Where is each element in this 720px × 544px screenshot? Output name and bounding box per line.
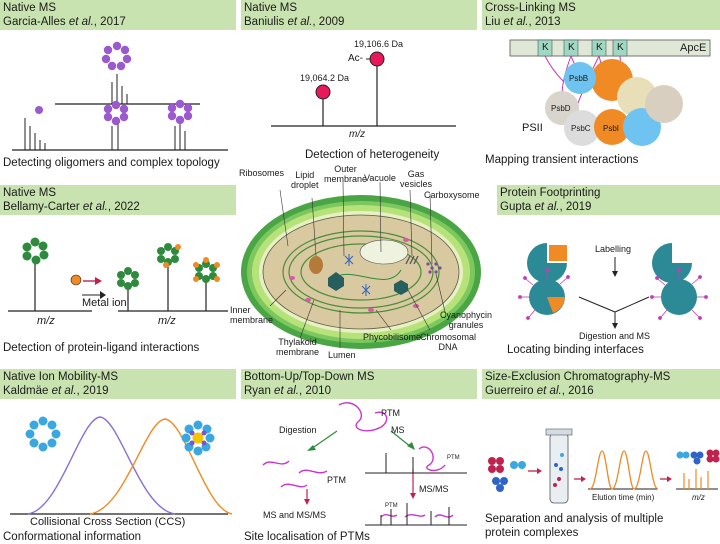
psbc-label: PsbC <box>571 124 591 133</box>
technique-title: Native MS <box>244 2 298 14</box>
digestion-ms-label: Digestion and MS <box>579 331 651 341</box>
lysine-label: K <box>617 42 624 53</box>
mz-axis-label: m/z <box>37 315 55 327</box>
technique-title: Native MS <box>3 2 57 14</box>
panel-caption: Detection of protein-ligand interactions <box>3 342 200 354</box>
panel-header: Protein Footprinting Gupta et al., 2019 <box>497 185 720 215</box>
technique-title: Bottom-Up/Top-Down MS <box>244 371 375 383</box>
panel-header: Native Ion Mobility-MS Kaldmäe et al., 2… <box>0 369 236 399</box>
ms-and-msms-label: MS and MS/MS <box>263 510 327 520</box>
panel-ion-mobility: Native Ion Mobility-MS Kaldmäe et al., 2… <box>0 369 236 543</box>
panel-caption-line2: protein complexes <box>485 527 579 539</box>
elution-time-label: Elution time (min) <box>592 493 655 502</box>
mz-axis-label: m/z <box>158 315 176 327</box>
panel-header: Native MS Garcia-Alles et al., 2017 <box>0 0 236 30</box>
citation: Gupta et al., 2019 <box>500 201 592 213</box>
citation: Baniulis et al., 2009 <box>244 16 345 28</box>
citation: Kaldmäe et al., 2019 <box>3 385 109 397</box>
citation: Liu et al., 2013 <box>485 16 561 28</box>
ptm-workflow <box>262 402 467 526</box>
ptm-label: PTM <box>385 503 398 509</box>
panel-caption: Site localisation of PTMs <box>244 531 370 543</box>
panel-caption: Detection of heterogeneity <box>305 149 440 161</box>
lysine-label: K <box>596 42 603 53</box>
heterogeneity-spectrum <box>271 51 456 127</box>
psbi-label: PsbI <box>603 124 620 133</box>
ptm-label: PTM <box>381 408 400 418</box>
sec-ms-diagram <box>488 428 720 504</box>
peak-low-mass: 19,064.2 Da <box>300 73 350 83</box>
mz-axis-label: m/z <box>349 129 366 140</box>
oligomer-spectrum <box>12 41 228 151</box>
citation: Ryan et al., 2010 <box>244 385 331 397</box>
panel-caption: Mapping transient interactions <box>485 154 639 166</box>
panel-caption: Locating binding interfaces <box>507 344 644 356</box>
ccs-distribution <box>10 416 233 515</box>
technique-title: Native MS <box>3 187 57 199</box>
technique-title: Size-Exclusion Chromatography-MS <box>485 371 671 383</box>
citation: Garcia-Alles et al., 2017 <box>3 16 126 28</box>
ligand-spectra <box>8 237 228 312</box>
panel-crosslinking-ms: Cross-Linking MS Liu et al., 2013 ApcE K… <box>482 0 720 178</box>
panel-caption: Conformational information <box>3 531 142 543</box>
technique-title: Protein Footprinting <box>500 187 601 199</box>
digestion-label: Digestion <box>279 425 317 435</box>
psbd-label: PsbD <box>551 104 571 113</box>
mz-axis-label: m/z <box>692 493 705 502</box>
panel-header: Size-Exclusion Chromatography-MS Guerrei… <box>482 369 720 399</box>
panel-native-ms-bellamy: Native MS Bellamy-Carter et al., 2022 Me… <box>0 185 236 361</box>
phycobilisome-label: Phycobilisome <box>363 332 422 342</box>
technique-title: Cross-Linking MS <box>485 2 576 14</box>
ribosomes-label: Ribosomes <box>239 168 285 178</box>
crosslink-diagram <box>509 39 711 146</box>
panel-native-ms-baniulis: Native MS Baniulis et al., 2009 19,064.2… <box>241 0 477 178</box>
ms-label: MS <box>391 425 405 435</box>
citation: Guerreiro et al., 2016 <box>485 385 594 397</box>
acetyl-label: Ac- <box>348 53 363 64</box>
psii-label: PSII <box>522 122 543 134</box>
metal-ion-label: Metal ion <box>82 297 127 309</box>
panel-native-ms-garcia: Native MS Garcia-Alles et al., 2017 Dete… <box>0 0 236 178</box>
footprinting-diagram <box>518 243 708 329</box>
ptm-label: PTM <box>447 455 460 461</box>
panel-bottom-up-top-down: Bottom-Up/Top-Down MS Ryan et al., 2010 … <box>241 369 477 543</box>
carboxysome-label: Carboxysome <box>424 190 480 200</box>
lysine-label: K <box>568 42 575 53</box>
panel-protein-footprinting: Protein Footprinting Gupta et al., 2019 <box>497 185 720 361</box>
labelling-label: Labelling <box>595 244 632 254</box>
cell-illustration <box>241 181 481 349</box>
panel-header: Bottom-Up/Top-Down MS Ryan et al., 2010 <box>241 369 477 399</box>
lysine-label: K <box>542 42 549 53</box>
citation: Bellamy-Carter et al., 2022 <box>3 201 140 213</box>
lumen-label: Lumen <box>328 350 356 360</box>
vacuole-label: Vacuole <box>364 173 396 183</box>
panel-header: Cross-Linking MS Liu et al., 2013 <box>482 0 720 30</box>
panel-caption: Separation and analysis of multiple <box>485 513 664 525</box>
panel-sec-ms: Size-Exclusion Chromatography-MS Guerrei… <box>482 369 720 543</box>
panel-caption: Detecting oligomers and complex topology <box>3 157 220 169</box>
msms-label: MS/MS <box>419 484 449 494</box>
ccs-axis-label: Collisional Cross Section (CCS) <box>30 516 186 528</box>
apce-label: ApcE <box>680 42 707 54</box>
peak-high-mass: 19,106.6 Da <box>354 39 404 49</box>
panel-header: Native MS Bellamy-Carter et al., 2022 <box>0 185 236 215</box>
psbb-label: PsbB <box>569 74 589 83</box>
ptm-label: PTM <box>327 475 346 485</box>
technique-title: Native Ion Mobility-MS <box>3 371 119 383</box>
panel-header: Native MS Baniulis et al., 2009 <box>241 0 477 30</box>
